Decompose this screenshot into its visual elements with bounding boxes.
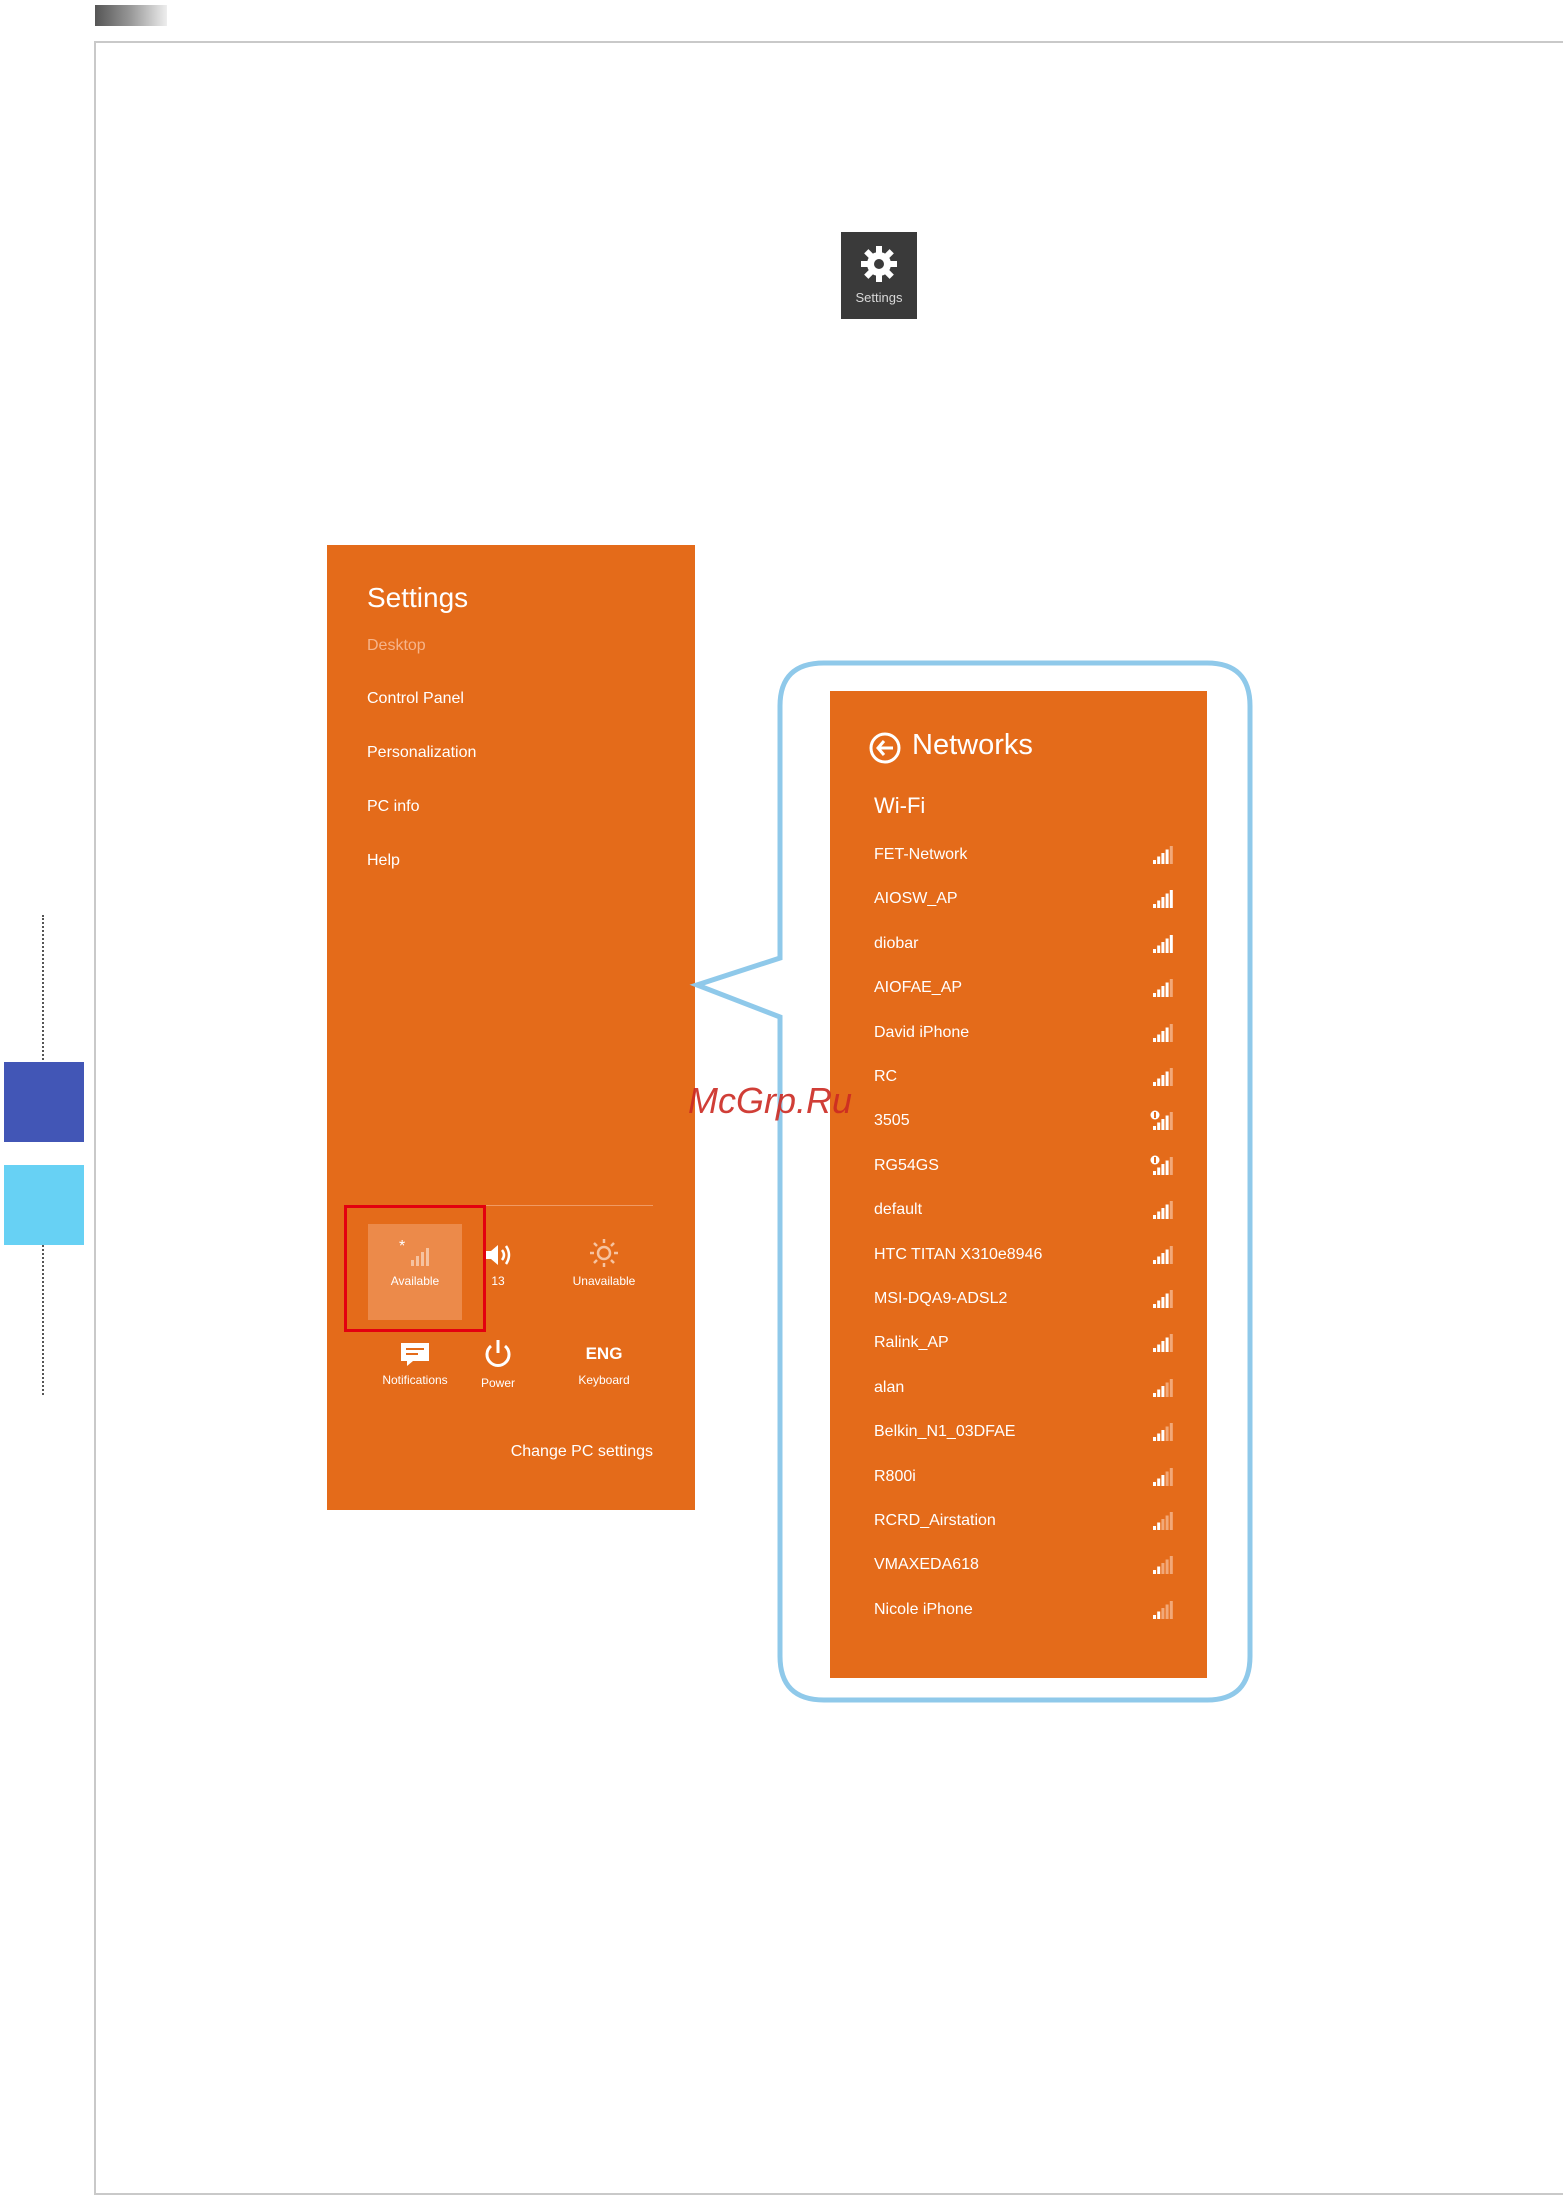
network-name: David iPhone bbox=[874, 1023, 970, 1041]
wifi-signal-icon bbox=[1153, 1600, 1173, 1619]
keyboard-language-code: ENG bbox=[585, 1344, 623, 1363]
notifications-button[interactable]: Notifications bbox=[368, 1341, 462, 1387]
back-arrow-icon[interactable] bbox=[868, 731, 902, 765]
settings-item-control-panel[interactable]: Control Panel bbox=[367, 690, 464, 707]
wifi-signal-icon bbox=[1153, 1290, 1173, 1308]
network-name: MSI-DQA9-ADSL2 bbox=[874, 1290, 1008, 1307]
notifications-label: Notifications bbox=[382, 1373, 448, 1387]
network-item[interactable]: Nicole iPhone bbox=[874, 1597, 1174, 1627]
network-item[interactable]: Belkin_N1_03DFAE bbox=[874, 1419, 1174, 1449]
wifi-signal-icon bbox=[1153, 1556, 1173, 1575]
side-dotted-line-top bbox=[42, 915, 44, 1060]
networks-callout-outline bbox=[689, 660, 1253, 1703]
wifi-signal-icon bbox=[1153, 1378, 1173, 1397]
volume-button[interactable]: 13 bbox=[463, 1242, 533, 1288]
wifi-signal-icon bbox=[1153, 846, 1173, 864]
settings-charm-label: Settings bbox=[855, 290, 903, 305]
brightness-icon bbox=[590, 1239, 618, 1267]
wifi-highlight-box bbox=[344, 1205, 486, 1332]
settings-item-help[interactable]: Help bbox=[367, 852, 400, 869]
page-frame bbox=[94, 41, 1563, 2195]
wifi-section-heading: Wi-Fi bbox=[874, 793, 926, 818]
volume-level-label: 13 bbox=[491, 1274, 505, 1288]
network-item[interactable]: 3505 bbox=[874, 1108, 1174, 1138]
wifi-signal-icon bbox=[1153, 934, 1173, 953]
network-item[interactable]: R800i bbox=[874, 1464, 1174, 1494]
notifications-icon bbox=[401, 1343, 429, 1366]
wifi-signal-icon bbox=[1153, 1201, 1173, 1220]
keyboard-label: Keyboard bbox=[578, 1373, 630, 1387]
network-item[interactable]: default bbox=[874, 1197, 1174, 1227]
network-item[interactable]: RG54GS bbox=[874, 1153, 1174, 1183]
network-item[interactable]: alan bbox=[874, 1375, 1174, 1405]
wifi-signal-icon bbox=[1153, 979, 1173, 998]
wifi-status-tile[interactable] bbox=[368, 1224, 462, 1320]
network-item[interactable]: Ralink_AP bbox=[874, 1330, 1174, 1360]
settings-item-personalization[interactable]: Personalization bbox=[367, 744, 477, 761]
network-name: AIOFAE_AP bbox=[874, 979, 963, 997]
network-name: default bbox=[874, 1201, 923, 1219]
watermark-text: McGrp.Ru bbox=[688, 1080, 853, 1121]
network-name: FET-Network bbox=[874, 846, 968, 863]
network-item[interactable]: MSI-DQA9-ADSL2 bbox=[874, 1286, 1174, 1316]
wifi-signal-icon bbox=[1153, 1023, 1173, 1042]
network-name: RC bbox=[874, 1068, 898, 1085]
settings-panel: Settings Desktop Control Panel Personali… bbox=[327, 545, 695, 1510]
network-item[interactable]: AIOSW_AP bbox=[874, 886, 1174, 916]
wifi-signal-icon bbox=[1153, 1467, 1173, 1486]
settings-charm-button[interactable]: Settings bbox=[841, 232, 917, 319]
wifi-signal-icon bbox=[1153, 1245, 1173, 1264]
speaker-icon bbox=[485, 1245, 511, 1265]
network-name: AIOSW_AP bbox=[874, 890, 958, 908]
quick-settings-divider bbox=[347, 1205, 653, 1206]
network-item[interactable]: RCRD_Airstation bbox=[874, 1508, 1174, 1538]
keyboard-button[interactable]: ENG Keyboard bbox=[557, 1343, 651, 1387]
wifi-status-label: Available bbox=[390, 1274, 440, 1288]
network-name: R800i bbox=[874, 1467, 916, 1485]
wifi-signal-icon: * bbox=[399, 1238, 429, 1266]
network-name: alan bbox=[874, 1378, 905, 1396]
settings-context-label: Desktop bbox=[367, 637, 426, 654]
section-tab-blue bbox=[4, 1062, 84, 1142]
brightness-button[interactable]: Unavailable bbox=[557, 1238, 651, 1288]
gear-icon bbox=[861, 246, 897, 282]
network-item[interactable]: David iPhone bbox=[874, 1020, 1174, 1050]
change-pc-settings-link[interactable]: Change PC settings bbox=[510, 1443, 653, 1460]
network-name: Ralink_AP bbox=[874, 1334, 949, 1352]
power-label: Power bbox=[480, 1376, 515, 1390]
wifi-status-button[interactable]: * Available bbox=[368, 1238, 462, 1288]
header-gradient-bar bbox=[95, 5, 167, 26]
network-name: RCRD_Airstation bbox=[874, 1512, 996, 1529]
power-button[interactable]: Power bbox=[463, 1338, 533, 1390]
svg-text:*: * bbox=[399, 1238, 405, 1255]
wifi-signal-icon bbox=[1153, 1068, 1173, 1086]
wifi-signal-icon bbox=[1153, 1512, 1173, 1530]
network-name: Nicole iPhone bbox=[874, 1600, 973, 1618]
network-name: RG54GS bbox=[874, 1156, 939, 1174]
wifi-secured-icon bbox=[1150, 1110, 1173, 1131]
network-item[interactable]: diobar bbox=[874, 931, 1174, 961]
network-name: 3505 bbox=[874, 1112, 910, 1130]
wifi-secured-icon bbox=[1150, 1155, 1173, 1175]
brightness-status-label: Unavailable bbox=[572, 1274, 636, 1288]
network-name: Belkin_N1_03DFAE bbox=[874, 1423, 1016, 1441]
network-item[interactable]: AIOFAE_AP bbox=[874, 975, 1174, 1005]
network-item[interactable]: VMAXEDA618 bbox=[874, 1552, 1174, 1582]
network-item[interactable]: FET-Network bbox=[874, 842, 1174, 872]
side-dotted-line-bottom bbox=[42, 1245, 44, 1395]
power-icon bbox=[485, 1340, 511, 1367]
wifi-signal-icon bbox=[1153, 890, 1173, 909]
section-tab-cyan bbox=[4, 1165, 84, 1245]
settings-title: Settings bbox=[367, 582, 469, 613]
settings-item-pc-info[interactable]: PC info bbox=[367, 798, 420, 815]
network-name: HTC TITAN X310e8946 bbox=[874, 1245, 1043, 1263]
network-item[interactable]: HTC TITAN X310e8946 bbox=[874, 1242, 1174, 1272]
network-item[interactable]: RC bbox=[874, 1064, 1174, 1094]
network-name: VMAXEDA618 bbox=[874, 1556, 979, 1574]
wifi-signal-icon bbox=[1153, 1423, 1173, 1442]
wifi-signal-icon bbox=[1153, 1334, 1173, 1353]
networks-title: Networks bbox=[912, 729, 1033, 761]
network-name: diobar bbox=[874, 934, 919, 952]
